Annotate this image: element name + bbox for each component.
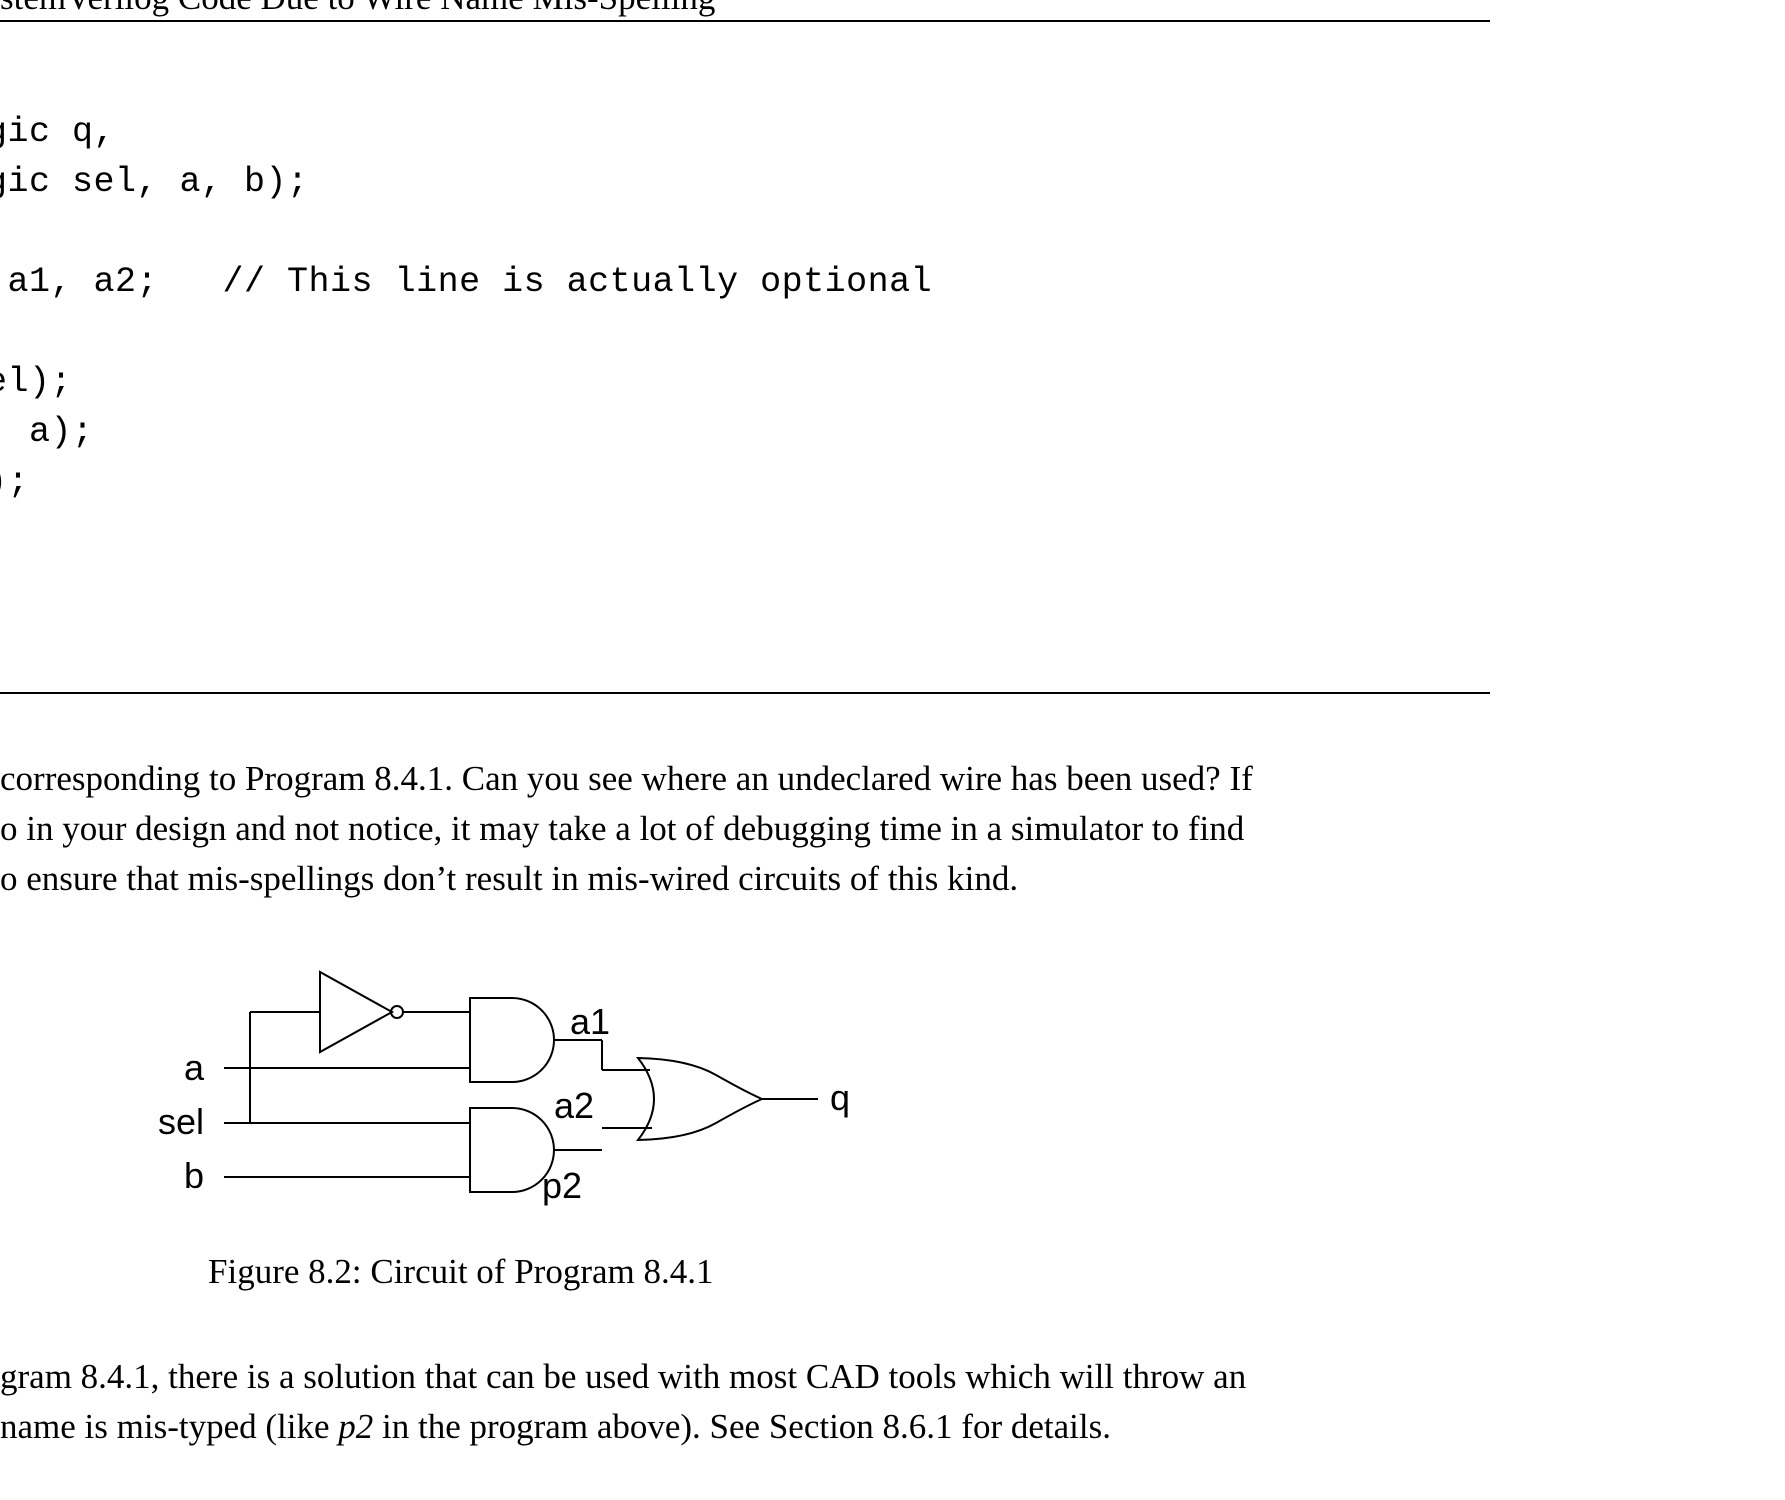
listing-bottom-rule bbox=[0, 692, 1490, 694]
label-a1: a1 bbox=[570, 1001, 610, 1042]
body-paragraph-2: gram 8.4.1, there is a solution that can… bbox=[0, 1352, 1495, 1452]
label-q: q bbox=[830, 1077, 850, 1118]
not-gate bbox=[319, 970, 395, 1054]
label-a: a bbox=[184, 1047, 205, 1088]
circuit-diagram: a sel b a1 a2 p2 q bbox=[158, 970, 850, 1206]
paragraph-emphasis: p2 bbox=[338, 1407, 374, 1446]
paragraph-line: o ensure that mis-spellings don’t result… bbox=[0, 859, 1019, 898]
paragraph-text: name is mis-typed (like bbox=[0, 1407, 339, 1446]
and-gate-bottom bbox=[469, 1107, 555, 1193]
code-line: ); bbox=[0, 462, 30, 502]
listing-top-rule bbox=[0, 20, 1490, 22]
code-line: a1, a2; // This line is actually optiona… bbox=[0, 262, 933, 302]
code-line: gic q, bbox=[0, 112, 116, 152]
code-line: gic sel, a, b); bbox=[0, 162, 309, 202]
paragraph-line: gram 8.4.1, there is a solution that can… bbox=[0, 1357, 1247, 1396]
paragraph-line: corresponding to Program 8.4.1. Can you … bbox=[0, 759, 1253, 798]
paragraph-line: o in your design and not notice, it may … bbox=[0, 809, 1245, 848]
label-p2: p2 bbox=[542, 1165, 582, 1206]
figure-caption: Figure 8.2: Circuit of Program 8.4.1 bbox=[208, 1252, 714, 1291]
paragraph-text: in the program above). See Section 8.6.1… bbox=[373, 1407, 1111, 1446]
paragraph-line: name is mis-typed (like p2 in the progra… bbox=[0, 1402, 1495, 1452]
code-line: el); bbox=[0, 362, 73, 402]
listing-caption: stemVerilog Code Due to Wire Name Mis-Sp… bbox=[0, 0, 1490, 18]
body-paragraph-1: corresponding to Program 8.4.1. Can you … bbox=[0, 754, 1495, 904]
and-gate-top bbox=[469, 997, 555, 1083]
code-line: , a); bbox=[0, 412, 94, 452]
or-gate bbox=[635, 1056, 765, 1142]
label-a2: a2 bbox=[554, 1085, 594, 1126]
label-sel: sel bbox=[158, 1101, 204, 1142]
label-b: b bbox=[184, 1155, 204, 1196]
